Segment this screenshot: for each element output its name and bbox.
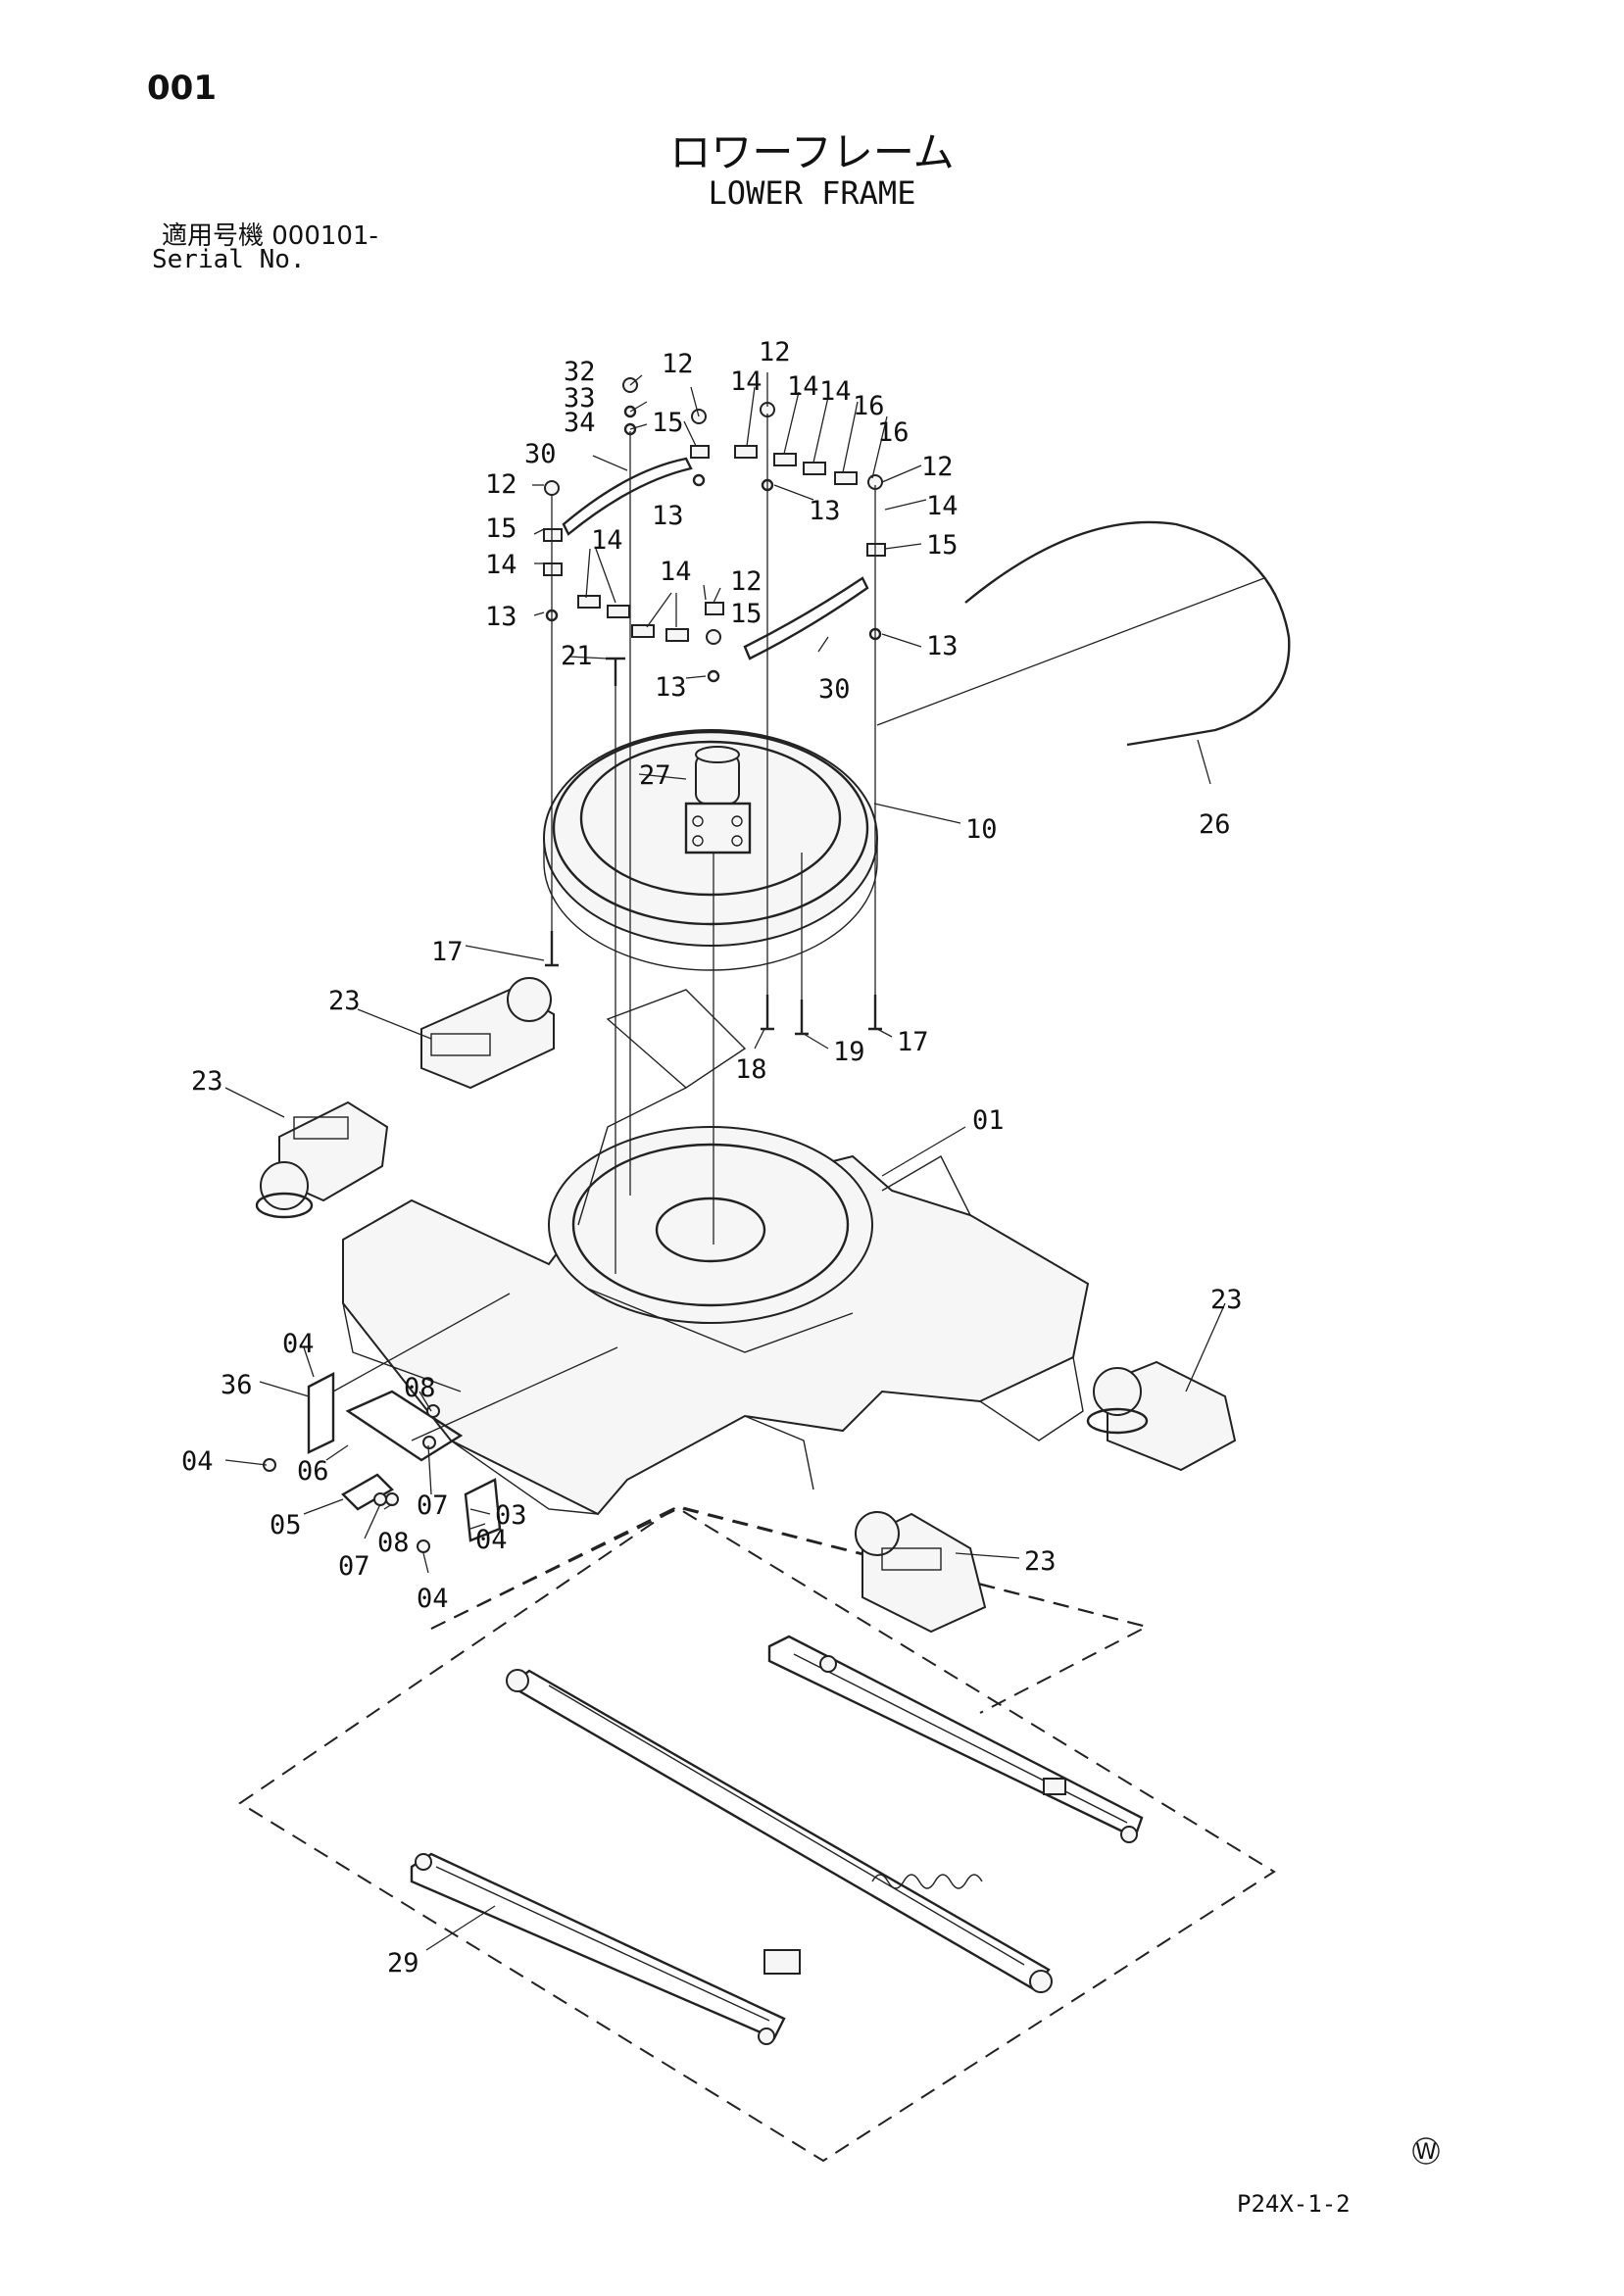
callout-14-c: 14	[819, 376, 852, 407]
track-roller-left-lower	[255, 1100, 389, 1219]
callout-16-b: 16	[877, 417, 910, 448]
callout-19: 19	[833, 1037, 865, 1067]
callout-34: 34	[564, 408, 596, 438]
callout-14-e: 14	[485, 550, 517, 580]
callout-13-e: 13	[655, 672, 687, 703]
callout-29: 29	[387, 1948, 419, 1978]
callout-12-b: 12	[759, 337, 791, 367]
callout-14-a: 14	[730, 366, 763, 397]
callout-10: 10	[965, 814, 998, 845]
callout-13-c: 13	[485, 602, 517, 632]
callout-18: 18	[735, 1054, 767, 1085]
wire-harness	[964, 520, 1291, 747]
callout-14-g: 14	[660, 557, 692, 587]
callout-15-c: 15	[485, 513, 517, 544]
callout-33: 33	[564, 383, 596, 414]
callout-27: 27	[639, 760, 671, 791]
upper-small-parts	[543, 377, 886, 686]
corner-mark: W	[1412, 2137, 1440, 2165]
callout-13-a: 13	[926, 631, 959, 661]
figure-code: P24X-1-2	[1237, 2190, 1351, 2218]
callout-12-a: 12	[662, 349, 694, 379]
callout-03: 03	[495, 1500, 527, 1531]
track-frame-group	[238, 1505, 1276, 2163]
corner-mark-letter: W	[1415, 2140, 1437, 2165]
callout-21: 21	[561, 641, 593, 671]
center-dashed-box	[430, 1505, 1148, 1630]
callout-30-b: 30	[818, 674, 851, 705]
callout-labels: 32 33 34 12 12 14 14 14 16 16 15 12 14 1…	[181, 337, 1243, 1978]
callout-04-c: 04	[475, 1525, 508, 1555]
callout-12-d: 12	[485, 469, 517, 500]
callout-04-d: 04	[417, 1584, 449, 1614]
callout-13-d: 13	[652, 501, 684, 531]
callout-23-d: 23	[1024, 1546, 1057, 1577]
callout-17-b: 17	[897, 1027, 929, 1057]
callout-13-b: 13	[809, 496, 841, 526]
callout-23-a: 23	[328, 986, 361, 1016]
callout-04-a: 04	[282, 1329, 315, 1359]
callout-08-a: 08	[404, 1373, 436, 1403]
callout-15-a: 15	[652, 408, 684, 438]
callout-08-b: 08	[377, 1528, 410, 1558]
callout-23-b: 23	[191, 1066, 223, 1097]
callout-04-b: 04	[181, 1446, 214, 1477]
callout-14-f: 14	[591, 525, 623, 556]
track-roller-right-lower	[855, 1511, 987, 1634]
callout-12-e: 12	[730, 566, 763, 597]
callout-07-a: 07	[417, 1490, 449, 1521]
callout-15-d: 15	[730, 599, 763, 629]
assembly-guide-lines	[332, 414, 1265, 1441]
center-joint	[684, 746, 752, 855]
callout-14-b: 14	[787, 371, 819, 402]
callout-30-a: 30	[524, 439, 557, 469]
callout-06: 06	[297, 1456, 329, 1487]
serial-label-english: Serial No.	[152, 245, 306, 274]
title-english: LOWER FRAME	[708, 174, 916, 212]
callout-17-a: 17	[431, 937, 464, 967]
callout-12-c: 12	[921, 452, 954, 482]
callout-15-b: 15	[926, 530, 959, 561]
callout-16-a: 16	[853, 391, 885, 421]
leader-lines	[224, 372, 1226, 1951]
swing-bearing	[543, 729, 878, 971]
callout-07-b: 07	[338, 1551, 370, 1582]
bolts	[545, 931, 882, 1036]
callout-01: 01	[972, 1105, 1005, 1136]
callout-36: 36	[221, 1370, 253, 1400]
small-brackets	[263, 1372, 502, 1553]
callout-05: 05	[270, 1510, 302, 1540]
track-roller-left-upper	[420, 977, 555, 1090]
serial-label-japanese: 適用号機 000101-	[162, 221, 378, 251]
callout-32: 32	[564, 357, 596, 387]
callout-23-c: 23	[1210, 1285, 1243, 1315]
page-number: 001	[147, 69, 217, 108]
callout-26: 26	[1199, 809, 1231, 840]
title-japanese: ロワーフレーム	[669, 128, 955, 176]
track-roller-right-upper	[1086, 1360, 1237, 1472]
callout-14-d: 14	[926, 491, 959, 521]
